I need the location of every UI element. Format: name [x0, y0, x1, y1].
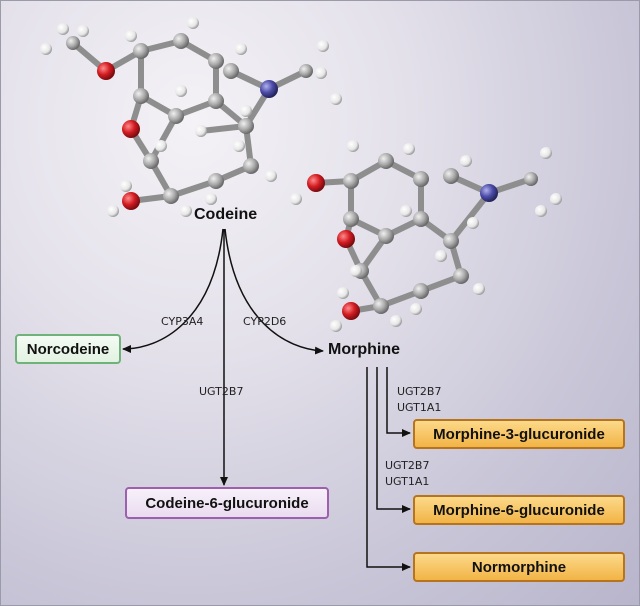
- codeine-6-glucuronide-box: Codeine-6-glucuronide: [125, 487, 329, 519]
- pathway-arrows: [122, 228, 411, 571]
- codeine-atoms: [40, 17, 342, 217]
- enzyme-m6g-ugt1a1-label: UGT1A1: [385, 475, 430, 488]
- enzyme-cyp3a4-label: CYP3A4: [161, 315, 204, 328]
- codeine-label: Codeine: [194, 206, 258, 223]
- arrow-morphine-to-morphine-6-glucuronide: [376, 367, 411, 513]
- arrow-codeine-to-morphine: [224, 228, 324, 355]
- norcodeine-box: Norcodeine: [15, 334, 121, 364]
- arrow-morphine-to-morphine-3-glucuronide: [386, 367, 411, 437]
- arrow-morphine-to-normorphine: [366, 367, 411, 571]
- enzyme-ugt2b7-codeine-label: UGT2B7: [199, 385, 244, 398]
- morphine-3-glucuronide-box: Morphine-3-glucuronide: [413, 419, 625, 449]
- morphine-atoms: [290, 140, 562, 332]
- morphine-6-glucuronide-box: Morphine-6-glucuronide: [413, 495, 625, 525]
- enzyme-m3g-ugt2b7-label: UGT2B7: [397, 385, 442, 398]
- enzyme-cyp2d6-label: CYP2D6: [243, 315, 287, 328]
- enzyme-m6g-ugt2b7-label: UGT2B7: [385, 459, 430, 472]
- arrow-codeine-to-norcodeine: [122, 228, 224, 353]
- enzyme-m3g-ugt1a1-label: UGT1A1: [397, 401, 442, 414]
- normorphine-box: Normorphine: [413, 552, 625, 582]
- morphine-label: Morphine: [328, 341, 400, 358]
